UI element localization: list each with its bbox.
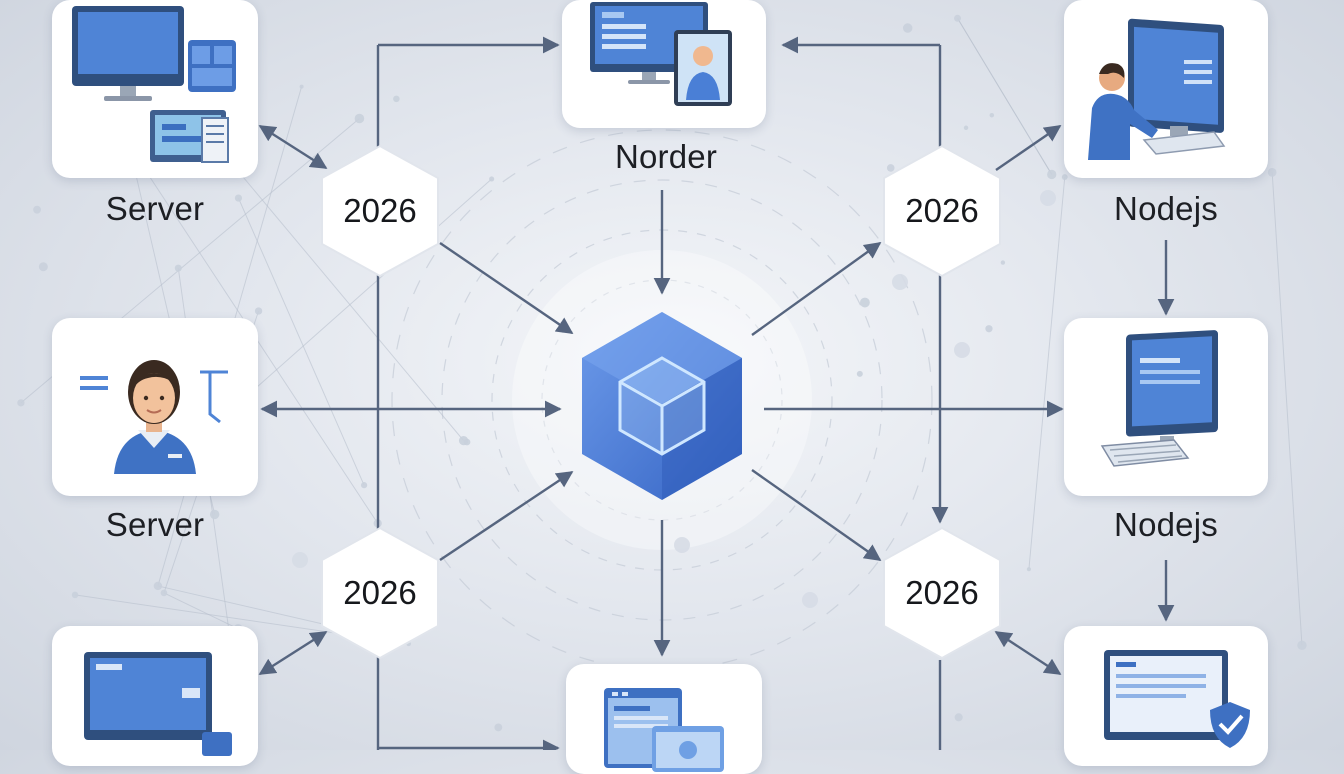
- hexagon-shape: [321, 145, 439, 277]
- edge-server-hub-tl: [258, 124, 328, 170]
- computer-keyboard-icon: [1100, 330, 1218, 467]
- node-norder[interactable]: [562, 0, 766, 128]
- edge-hub-tl-cube: [439, 242, 574, 334]
- monitor-dashboard-icon: [72, 6, 236, 163]
- hexagon-shape: [883, 527, 1001, 659]
- edge-cube-hub-br: [751, 469, 882, 561]
- hub-hexagon-bottom-right[interactable]: 2026: [880, 526, 1004, 660]
- edge-cube-hub-tr: [751, 242, 882, 336]
- cube-icon[interactable]: [578, 310, 746, 502]
- node-monitor-bottom-left[interactable]: [52, 626, 258, 766]
- video-call-monitor-icon: [590, 2, 732, 106]
- support-agent-icon: [80, 360, 228, 474]
- edge-hub-bl-cube: [439, 471, 574, 561]
- hub-hexagon-top-left[interactable]: 2026: [318, 144, 442, 278]
- node-document-bottom[interactable]: [566, 664, 762, 774]
- hub-hexagon-bottom-left[interactable]: 2026: [318, 526, 442, 660]
- node-nodejs-middle[interactable]: [1064, 318, 1268, 496]
- node-label-server-top: Server: [105, 190, 205, 227]
- hub-year-label: 2026: [343, 192, 417, 229]
- document-windows-icon: [604, 688, 724, 772]
- node-server-middle[interactable]: [52, 318, 258, 496]
- node-label-nodejs-middle: Nodejs: [1114, 506, 1218, 543]
- edge-hub-br-secure: [994, 630, 1062, 676]
- hub-hexagon-top-right[interactable]: 2026: [880, 144, 1004, 278]
- edge-hub-tr-nodejs: [995, 125, 1062, 171]
- node-label-server-middle: Server: [105, 506, 205, 543]
- hub-year-label: 2026: [343, 574, 417, 611]
- node-server-top[interactable]: [52, 0, 258, 178]
- monitor-icon: [84, 652, 232, 756]
- secure-monitor-icon: [1104, 650, 1250, 748]
- user-at-computer-icon: [1088, 18, 1226, 160]
- node-nodejs-top[interactable]: [1064, 0, 1268, 178]
- node-label-norder: Norder: [614, 138, 718, 175]
- hub-year-label: 2026: [905, 574, 979, 611]
- hub-year-label: 2026: [905, 192, 979, 229]
- node-secure-monitor[interactable]: [1064, 626, 1268, 766]
- edge-monitor-hub-bl: [258, 630, 328, 676]
- connection-arrows: [258, 36, 1175, 750]
- hexagon-shape: [883, 145, 1001, 277]
- hexagon-shape: [321, 527, 439, 659]
- node-label-nodejs-top: Nodejs: [1114, 190, 1218, 227]
